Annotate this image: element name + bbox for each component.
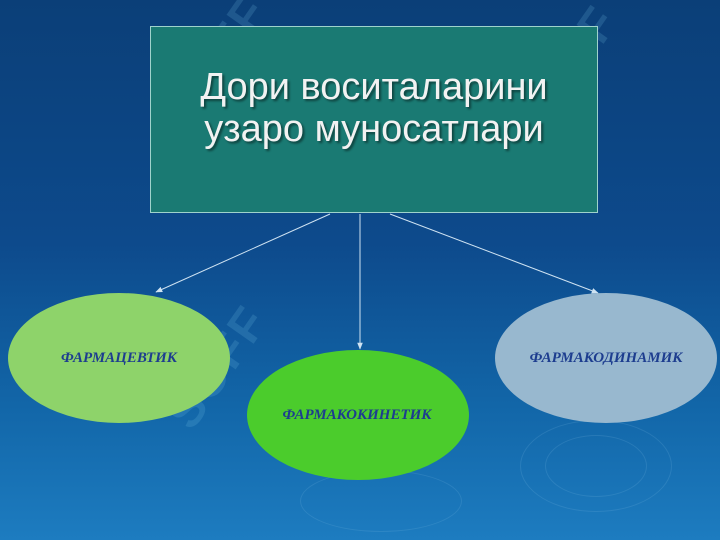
node-label: ФАРМАКОДИНАМИК [529,349,683,366]
title-box: Дори воситаларини узаро муносатлари [150,26,598,213]
arrow-to-pharmaceutical [155,213,331,293]
node-label: ФАРМАКОКИНЕТИК [282,406,432,423]
node-pharmacokinetic: ФАРМАКОКИНЕТИК [247,350,469,480]
arrow-to-pharmacodynamic [389,213,599,294]
node-label: ФАРМАЦЕВТИК [61,349,177,366]
node-pharmacodynamic: ФАРМАКОДИНАМИК [495,293,717,423]
slide-title: Дори воситаларини узаро муносатлари [200,65,548,150]
node-pharmaceutical: ФАРМАЦЕВТИК [8,293,230,423]
ripple-decoration [545,435,647,497]
